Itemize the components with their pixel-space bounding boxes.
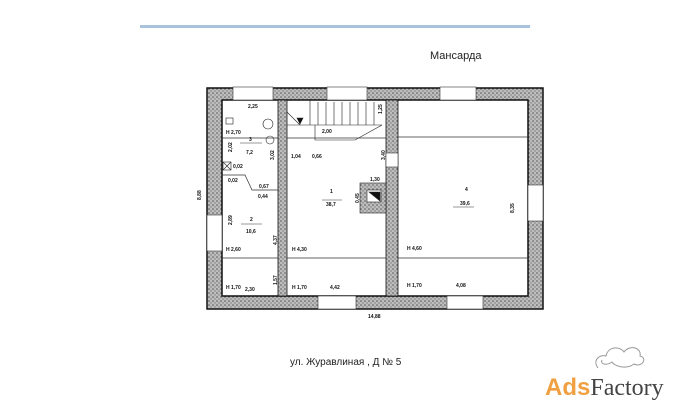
dim-label: 3,02 — [270, 150, 276, 160]
dim-label: 1,57 — [273, 275, 279, 285]
room-low-height: H 1,70 — [407, 283, 422, 289]
room-area: 38,7 — [326, 202, 336, 208]
dim-label: 0,02 — [233, 164, 243, 170]
dim-label: 2,25 — [248, 104, 258, 110]
partitions — [222, 136, 528, 259]
room-height: H 2,70 — [226, 130, 241, 136]
dim-label: 4,42 — [330, 285, 340, 291]
dim-label: 0,67 — [259, 184, 269, 190]
logo-part-factory: Factory — [590, 375, 664, 401]
room-height: H 4,60 — [407, 246, 422, 252]
dim-label: 0,44 — [258, 194, 268, 200]
address: ул. Журавлиная , Д № 5 — [290, 357, 402, 368]
room-low-height: H 1,70 — [292, 285, 307, 291]
adsfactory-logo: AdsFactory — [545, 374, 664, 401]
stove — [359, 182, 387, 214]
dim-label: 8,35 — [510, 203, 516, 213]
room-number: 2 — [250, 217, 253, 223]
plan-title: Мансарда — [430, 50, 482, 62]
dim-label: 1,04 — [291, 154, 301, 160]
dim-label: 0,45 — [355, 193, 361, 203]
inner-wall-right — [385, 99, 399, 297]
dim-label: 1,25 — [378, 104, 384, 114]
logo-part-ads: Ads — [545, 374, 591, 401]
room-number: 3 — [249, 137, 252, 143]
dim-label: 2,02 — [228, 142, 234, 152]
dim-label: 0,66 — [312, 154, 322, 160]
windows — [206, 86, 544, 310]
room-area-bars — [240, 142, 474, 225]
room-number: 1 — [330, 189, 333, 195]
smoke-icon — [595, 347, 645, 369]
room-height: H 4,30 — [292, 247, 307, 253]
dim-label: 4,37 — [273, 235, 279, 245]
dim-label: 2,89 — [228, 215, 234, 225]
room-low-height: H 1,70 — [226, 285, 241, 291]
dim-label: 2,00 — [322, 129, 332, 135]
dim-label: 4,08 — [456, 283, 466, 289]
header-rule — [140, 25, 530, 28]
dim-label: 2,30 — [245, 287, 255, 293]
inner-wall-left — [277, 99, 288, 297]
dim-label: 0,02 — [228, 178, 238, 184]
room-area: 7,2 — [246, 150, 253, 156]
dim-label: 3,40 — [381, 150, 387, 160]
dim-label: 1,30 — [370, 177, 380, 183]
overall-width: 14,88 — [368, 314, 381, 320]
room-area: 39,6 — [460, 201, 470, 207]
room-area: 10,6 — [246, 229, 256, 235]
overall-depth: 8,88 — [197, 190, 203, 200]
room-number: 4 — [465, 187, 468, 193]
room-height: H 2,60 — [226, 247, 241, 253]
staircase — [286, 100, 383, 141]
